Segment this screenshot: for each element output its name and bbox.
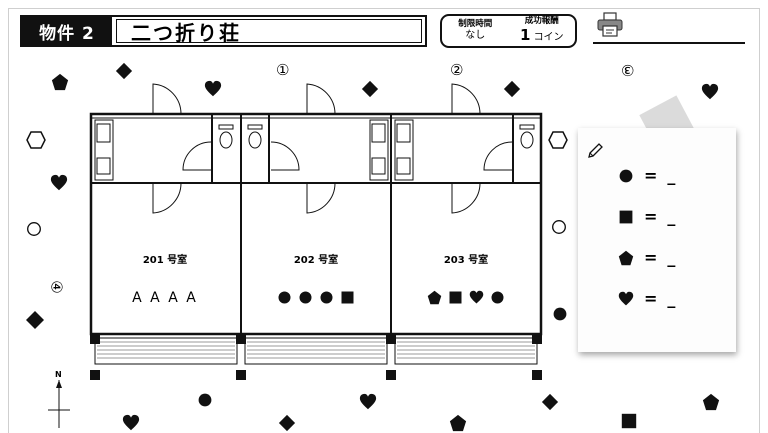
reward-amount: 1	[519, 26, 531, 45]
equals-sign: =	[644, 289, 658, 308]
square-icon	[340, 290, 355, 305]
hexagon-outline-icon	[26, 130, 46, 150]
compass-arrow-icon	[48, 380, 70, 428]
heart-icon	[359, 393, 377, 411]
marker-4: ④	[47, 280, 66, 294]
heart-icon	[618, 291, 634, 307]
printer-underline	[593, 42, 745, 44]
heart-icon	[469, 290, 484, 305]
floor-plan	[89, 83, 543, 380]
equation-square: = _	[618, 207, 675, 226]
room-202-label: 202 号室	[293, 255, 339, 266]
reward-unit: コイン	[533, 32, 564, 44]
diamond-icon	[278, 414, 296, 432]
diamond-icon	[115, 62, 133, 80]
time-limit-value: なし	[465, 30, 486, 42]
pentagon-icon	[51, 73, 69, 91]
reward: 成功報酬 1 コイン	[509, 16, 576, 46]
heart-icon	[50, 174, 68, 192]
page-frame	[8, 8, 760, 433]
diamond-icon	[25, 310, 45, 330]
square-icon	[618, 209, 634, 225]
property-number-label: 物件 2	[22, 17, 112, 45]
circle-icon	[277, 290, 292, 305]
circle-icon	[618, 168, 634, 184]
time-limit: 制限時間 なし	[442, 16, 509, 46]
marker-3: ③	[621, 61, 635, 79]
pentagon-icon	[449, 414, 467, 432]
pentagon-icon	[618, 250, 634, 266]
compass: N	[44, 370, 74, 430]
equation-circle: = _	[618, 166, 675, 185]
room-201-label: 201 号室	[142, 255, 188, 266]
equation-heart: = _	[618, 289, 675, 308]
answer-blank[interactable]: _	[667, 207, 676, 226]
heart-icon	[122, 414, 140, 432]
circle-outline-icon	[25, 220, 43, 238]
circle-icon	[490, 290, 505, 305]
printer-icon[interactable]	[596, 12, 624, 38]
heart-icon	[701, 83, 719, 101]
equation-pentagon: = _	[618, 248, 675, 267]
equals-sign: =	[644, 248, 658, 267]
equals-sign: =	[644, 166, 658, 185]
answer-blank[interactable]: _	[667, 166, 676, 185]
answer-blank[interactable]: _	[667, 248, 676, 267]
compass-north-label: N	[55, 370, 62, 379]
circle-icon	[298, 290, 313, 305]
room-201-contents: A A A A	[132, 290, 198, 306]
memo-note: = _ = _ = _ = _	[578, 128, 736, 352]
room-203-shapes	[392, 290, 540, 305]
marker-1: ①	[276, 61, 290, 79]
property-name: 二つ折り荘	[116, 19, 422, 45]
reward-label: 成功報酬	[524, 16, 559, 27]
circle-icon	[197, 392, 213, 408]
circle-icon	[319, 290, 334, 305]
info-panel: 制限時間 なし 成功報酬 1 コイン	[440, 14, 577, 48]
square-icon	[448, 290, 463, 305]
pencil-icon[interactable]	[586, 142, 604, 160]
time-limit-label: 制限時間	[458, 19, 493, 30]
answer-blank[interactable]: _	[667, 289, 676, 308]
reward-value: 1 コイン	[520, 27, 564, 44]
diamond-icon	[541, 393, 559, 411]
pentagon-icon	[702, 393, 720, 411]
square-icon	[620, 412, 638, 430]
room-202-shapes	[242, 290, 390, 305]
equals-sign: =	[644, 207, 658, 226]
pentagon-icon	[427, 290, 442, 305]
room-203-label: 203 号室	[443, 255, 489, 266]
marker-2: ②	[450, 61, 464, 79]
property-title-bar: 物件 2 二つ折り荘	[20, 15, 427, 47]
